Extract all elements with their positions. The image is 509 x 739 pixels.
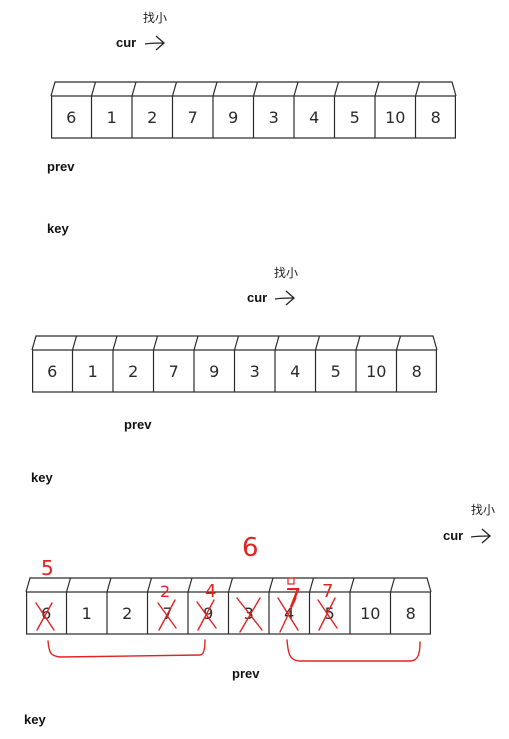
cell-top-edge [193,335,199,351]
cell-top-edge [349,577,355,593]
cell-top-edge [112,335,118,351]
prev-label-1: prev [47,159,75,174]
cell-top-edge [90,81,97,97]
cell-top-edge [146,577,153,593]
array-3: 6 1 2 7 9 3 4 5 10 8 [25,577,432,635]
array-cell-value: 2 [128,362,138,381]
cell-top-edge [374,81,380,97]
cell-top-edge [171,81,178,97]
array-cell-value: 9 [228,108,238,127]
prev-label-2: prev [124,417,152,432]
key-label-2: key [31,470,53,485]
array-cell-value: 10 [366,362,386,381]
array-cell-value: 4 [309,108,319,127]
cell-top-edge [106,577,112,593]
cell-top-edge [71,335,78,351]
array-cell-value: 10 [385,108,405,127]
array-cell-value: 8 [406,604,416,623]
prev-label-3: prev [232,666,260,681]
cur-label-2: cur [247,290,268,305]
array-cell-value: 3 [250,362,260,381]
array-cell-value: 1 [88,362,98,381]
right-arrow-icon [144,35,165,51]
cell-top-edge [65,577,72,593]
find-small-label-1: 找小 [143,11,168,25]
cur-label-3: cur [443,528,464,543]
array-1: 6 1 2 7 9 3 4 5 10 8 [50,81,457,139]
right-arrow-icon [274,290,295,306]
cell-top-edge [395,335,402,351]
array-cell-value: 7 [169,362,179,381]
array-cell-value: 3 [244,604,254,623]
cur-label-1: cur [116,35,137,50]
array-cell-value: 10 [360,604,380,623]
array-cell-value: 1 [82,604,92,623]
array-cell-value: 8 [412,362,422,381]
cell-top-edge [414,81,421,97]
cell-top-edge [152,335,159,351]
array-cell-value: 7 [163,604,173,623]
cell-top-edge [355,335,361,351]
right-arrow-icon [470,528,491,544]
find-small-label-2: 找小 [274,266,299,280]
cell-top-edge [293,81,299,97]
cell-top-edge [233,335,240,351]
array-cell-value: 5 [350,108,360,127]
array-cell-value: 5 [331,362,341,381]
cell-top-edge [308,577,315,593]
array-cell-value: 2 [147,108,157,127]
array-cell-value: 5 [325,604,335,623]
cell-top-edge [252,81,259,97]
cell-top-edge [131,81,137,97]
cell-top-edge [314,335,321,351]
array-cell-value: 4 [290,362,300,381]
annotation-number: 6 [242,533,259,563]
cell-top-edge [333,81,340,97]
array-cell-value: 1 [107,108,117,127]
cell-top-edge [268,577,274,593]
array-cell-value: 6 [47,362,57,381]
array-cell-value: 6 [66,108,76,127]
array-cell-value: 2 [122,604,132,623]
key-label-3: key [24,712,46,727]
array-cell-value: 6 [41,604,51,623]
array-cell-value: 9 [209,362,219,381]
array-cell-value: 7 [188,108,198,127]
cell-top-edge [389,577,396,593]
cell-top-edge [187,577,193,593]
key-label-1: key [47,221,69,236]
array-2: 6 1 2 7 9 3 4 5 10 8 [31,335,438,393]
cell-top-edge [212,81,218,97]
cell-top-edge [274,335,280,351]
array-cell-value: 3 [269,108,279,127]
cell-top-edge [227,577,234,593]
array-cell-value: 8 [431,108,441,127]
array-cell-value: 9 [203,604,213,623]
array-cell-value: 4 [284,604,294,623]
find-small-label-3: 找小 [471,503,496,517]
